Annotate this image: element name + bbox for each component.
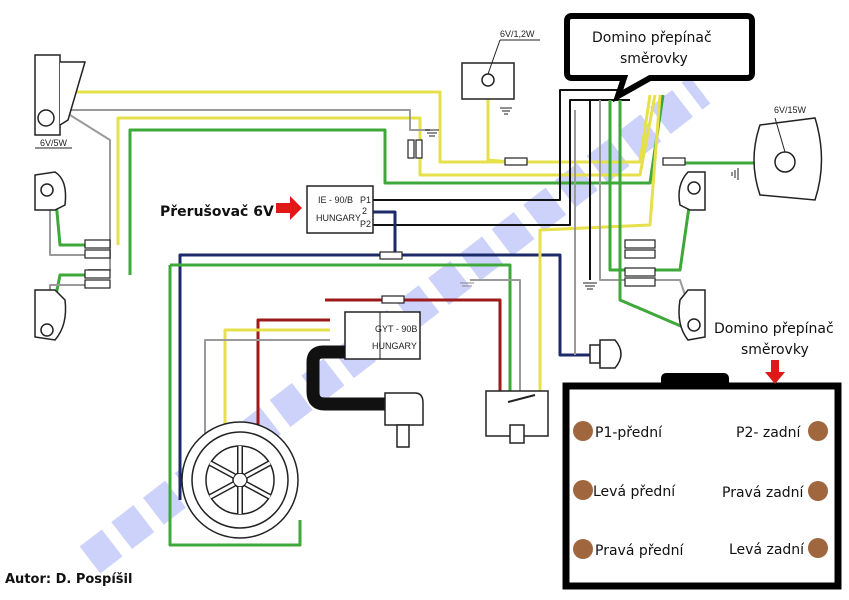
ground-icon	[583, 282, 597, 290]
pin-left-rear	[808, 538, 828, 558]
ignition-switch	[485, 390, 549, 444]
bottom-callout-line2: směrovky	[741, 342, 809, 358]
ground-icon	[460, 282, 474, 287]
flasher-caption: Přerušovač 6V	[160, 204, 274, 220]
ground-icon	[731, 168, 739, 180]
author-credit: Autor: D. Pospíšil	[5, 572, 132, 587]
domino-switch-panel: P1-přední P2- zadní Levá přední Pravá za…	[562, 373, 842, 590]
horn	[589, 339, 622, 369]
headlamp: 6V/15W	[731, 105, 823, 201]
pin-p1	[573, 421, 593, 441]
top-callout: Domino přepínač směrovky	[564, 13, 755, 103]
flasher-unit: IE - 90/B HUNGARY P1 2 P2	[306, 185, 374, 234]
bottom-callout-line1: Domino přepínač	[714, 321, 834, 337]
pin-right-front	[573, 539, 593, 559]
coil-made: HUNGARY	[372, 341, 417, 351]
rear-lamp: 6V/5W	[34, 54, 87, 149]
pin-label: Pravá přední	[595, 543, 685, 559]
left-rear-indicator	[34, 289, 67, 341]
pin-p2: P2	[360, 219, 371, 229]
left-front-indicator	[34, 171, 67, 211]
ignition-coil: GYT - 90B HUNGARY	[306, 311, 424, 448]
callout-line1: Domino přepínač	[592, 30, 712, 46]
flasher-made: HUNGARY	[316, 213, 361, 223]
pin-label: Pravá zadní	[722, 485, 805, 501]
right-front-indicator	[678, 171, 706, 211]
pin-label: Levá přední	[593, 484, 676, 500]
ground-icon	[425, 129, 439, 137]
indicator-bulb: 6V/1,2W	[461, 29, 540, 115]
pin-p1: P1	[360, 195, 371, 205]
connectors	[84, 139, 686, 304]
pin-label: P1-přední	[595, 425, 663, 441]
coil-model: GYT - 90B	[375, 324, 417, 334]
red-arrow-down-icon	[765, 360, 785, 384]
pin-p2	[808, 421, 828, 441]
indicator-bulb-rating: 6V/1,2W	[500, 29, 535, 39]
pin-2: 2	[362, 206, 367, 216]
rear-lamp-rating: 6V/5W	[40, 138, 68, 148]
callout-line2: směrovky	[620, 51, 688, 67]
pin-left-front	[573, 480, 593, 500]
pin-label: P2- zadní	[736, 425, 802, 441]
flasher-model: IE - 90/B	[318, 195, 353, 205]
pin-right-rear	[808, 481, 828, 501]
generator	[181, 421, 299, 539]
red-arrow-icon	[276, 196, 302, 220]
ground-icon	[500, 107, 512, 115]
pin-label: Levá zadní	[729, 542, 805, 558]
right-rear-indicator	[678, 289, 706, 341]
headlamp-rating: 6V/15W	[774, 105, 807, 115]
